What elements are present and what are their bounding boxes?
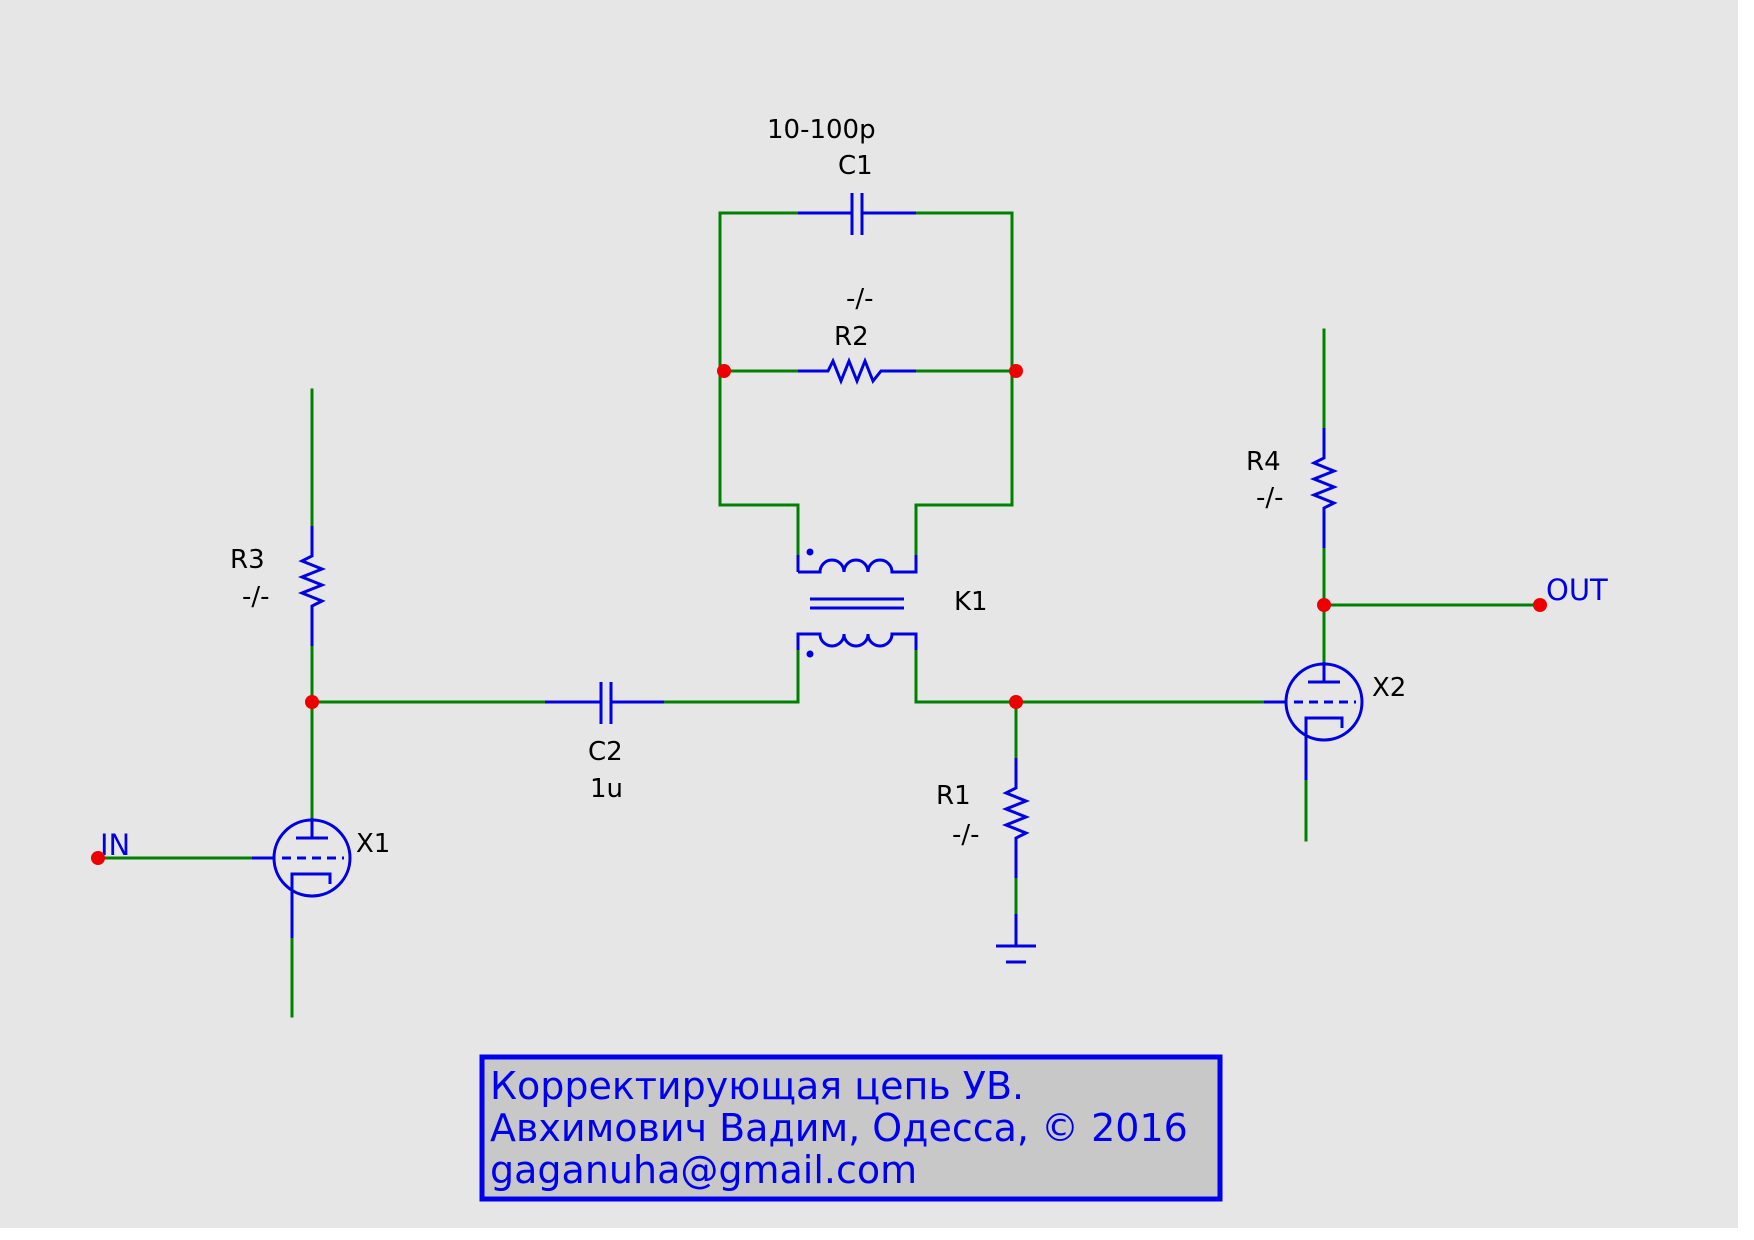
r3-ref: R3 [230,545,265,575]
x1-ref: X1 [356,829,390,859]
r1-ref: R1 [936,781,971,811]
triode-x1: X1 [252,818,390,938]
title-line-2: Авхимович Вадим, Одесса, © 2016 [490,1106,1188,1150]
x2-ref: X2 [1372,673,1406,703]
capacitor-c2: C2 1u [545,682,664,804]
capacitor-c1: 10-100p C1 [767,115,916,235]
resistor-r3: R3 -/- [230,526,327,646]
port-out-label: OUT [1546,573,1608,607]
r1-value: -/- [952,820,980,850]
title-line-1: Корректирующая цепь УВ. [490,1064,1024,1108]
title-block: Корректирующая цепь УВ. Авхимович Вадим,… [479,1054,1223,1202]
transformer-k1: K1 [796,548,988,658]
port-out-terminal [1533,598,1547,612]
wires [96,211,1542,1018]
resistor-r1: R1 -/- [936,758,1031,878]
c1-ref: C1 [838,151,873,181]
title-line-3: gaganuha@gmail.com [490,1148,917,1192]
k1-ref: K1 [954,587,988,617]
r2-ref: R2 [834,322,869,352]
port-in-terminal [91,851,105,865]
r3-value: -/- [242,582,270,612]
port-in-label: IN [100,828,130,862]
r4-value: -/- [1256,483,1284,513]
r2-value: -/- [846,284,874,314]
junction-dot [1009,364,1023,378]
r4-ref: R4 [1246,447,1281,477]
junctions [91,364,1547,865]
c2-value: 1u [590,774,623,804]
c2-ref: C2 [588,737,623,767]
junction-dot [1009,695,1023,709]
junction-dot [305,695,319,709]
triode-x2: X2 [1264,662,1406,780]
resistor-r2: -/- R2 [798,284,916,386]
resistor-r4: R4 -/- [1246,428,1339,548]
junction-dot [717,364,731,378]
junction-dot [1317,598,1331,612]
c1-value: 10-100p [767,115,876,145]
ground-symbol [996,914,1036,964]
